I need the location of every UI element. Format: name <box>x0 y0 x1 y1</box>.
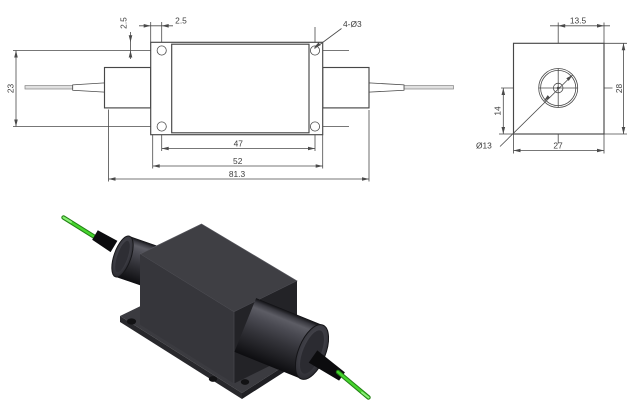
hole-top-left <box>156 45 167 56</box>
end-view-drawing: 13.5 28 14 27 Ø13 <box>476 16 627 154</box>
dim-top-offset-v: 2.5 <box>119 17 129 29</box>
isolator-photo <box>61 215 371 400</box>
dim-flange-length: 52 <box>233 156 243 166</box>
photo-box-front-left <box>140 254 234 384</box>
dim-hole-spacing: 47 <box>234 139 244 149</box>
body-outline <box>171 43 310 134</box>
photo-boot-right <box>308 350 345 381</box>
photo-flange-hole-2 <box>208 376 218 382</box>
dim-half-width: 13.5 <box>570 16 587 26</box>
dim-total-length: 81.3 <box>229 169 246 179</box>
photo-fiber-right-tip <box>361 391 370 399</box>
photo-cylinder-right <box>234 298 330 380</box>
leader-O13 <box>499 74 573 147</box>
photo-fiber-left-tip <box>62 216 72 223</box>
photo-boot-left <box>92 230 118 253</box>
side-view-drawing: 23 2.5 2.5 4-Ø3 47 52 81.3 <box>6 16 454 182</box>
dim-holes: 4-Ø3 <box>343 19 362 29</box>
hole-top-right <box>309 45 320 56</box>
dim-height: 23 <box>6 84 16 94</box>
fiber-right <box>403 85 454 90</box>
photo-flange-hole-3 <box>240 379 250 385</box>
hole-bottom-left <box>156 121 167 132</box>
cylinder-right <box>322 66 370 109</box>
dim-bore: Ø13 <box>476 141 492 151</box>
ferrule-right <box>368 82 405 93</box>
hole-bottom-right <box>309 121 320 132</box>
dim-top-offset-h: 2.5 <box>175 16 187 26</box>
flange-plate <box>150 41 324 136</box>
dim-end-width: 27 <box>553 141 563 151</box>
photo-flange-hole-1 <box>126 318 137 325</box>
cylinder-left <box>103 66 152 109</box>
dim-end-height: 28 <box>614 84 624 94</box>
fiber-left <box>24 85 74 90</box>
ferrule-left <box>72 82 105 93</box>
dim-hole-offset: 14 <box>493 106 503 116</box>
